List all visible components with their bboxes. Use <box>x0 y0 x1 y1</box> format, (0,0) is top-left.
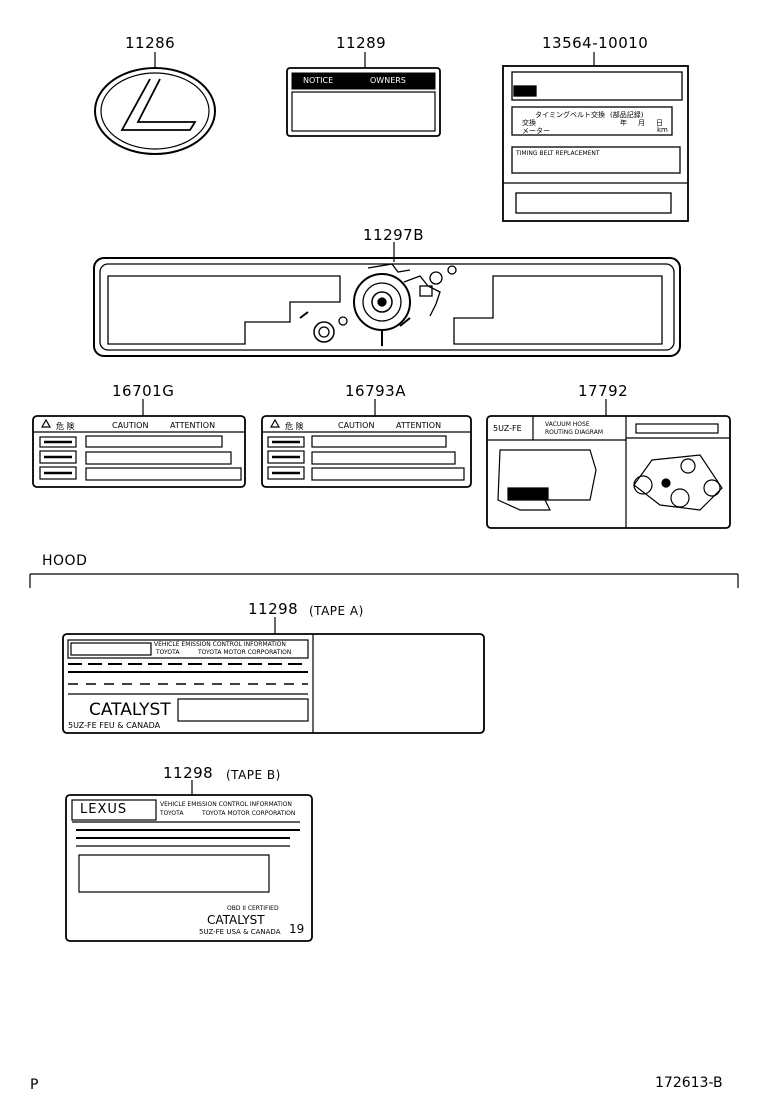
part-number-16701g: 16701G <box>112 382 175 400</box>
footer-left: P <box>30 1077 39 1093</box>
timing-jp-text: タイミングベルト交換 <box>535 111 605 119</box>
part-number-17792: 17792 <box>578 382 629 400</box>
part-number-13564: 13564-10010 <box>542 34 649 52</box>
tape-b-label <box>65 794 313 942</box>
attention-text-1: ATTENTION <box>170 421 216 430</box>
part-number-11297b: 11297B <box>363 226 425 244</box>
caution-text-1: CAUTION <box>112 421 149 430</box>
owners-text: OWNERS <box>370 76 406 85</box>
long-label <box>93 257 681 357</box>
toyota-text-a: TOYOTA <box>156 649 180 656</box>
vehicle-text-a: VEHICLE EMISSION CONTROL INFORMATION <box>154 641 286 648</box>
caution-text-2: CAUTION <box>338 421 375 430</box>
routing-text: ROUTING DIAGRAM <box>545 429 604 436</box>
year-text-b: 19 <box>289 922 305 936</box>
catalyst-text-b: CATALYST <box>207 913 265 927</box>
part-number-11289: 11289 <box>336 34 387 52</box>
vehicle-text-b: VEHICLE EMISSION CONTROL INFORMATION <box>160 801 292 808</box>
engine-note-a: 5UZ-FE FEU & CANADA <box>68 721 161 730</box>
attention-text-2: ATTENTION <box>396 421 442 430</box>
nen-text: 年 <box>620 119 627 127</box>
caution-label-2 <box>261 415 472 488</box>
section-hood: HOOD <box>42 553 88 569</box>
part-number-11298-a: 11298 <box>248 600 299 618</box>
vacuum-label <box>486 415 731 529</box>
tape-a-label <box>62 633 485 734</box>
hood-bracket <box>29 573 739 588</box>
part-number-11298-b: 11298 <box>163 764 214 782</box>
engine-note-b: 5UZ-FE USA & CANADA <box>199 928 281 936</box>
part-number-16793a: 16793A <box>345 382 406 400</box>
catalyst-text-a: CATALYST <box>89 700 171 720</box>
kiken-text-2: 危 険 <box>285 422 304 431</box>
toyota-corp-text-b: TOYOTA MOTOR CORPORATION <box>202 810 296 817</box>
timing-en-text: TIMING BELT REPLACEMENT <box>516 150 600 157</box>
km-text: km <box>657 126 668 134</box>
tape-a-note: (TAPE A) <box>309 604 364 618</box>
obd-text: OBD II CERTIFIED <box>227 905 279 912</box>
part-number-11286: 11286 <box>125 34 176 52</box>
footer-code: 172613-B <box>655 1075 723 1091</box>
lexus-emblem <box>94 67 216 155</box>
kiken-text-1: 危 険 <box>56 422 75 431</box>
tape-b-note: (TAPE B) <box>226 768 281 782</box>
tsuki-text: 月 <box>638 119 645 127</box>
engine-text-vacuum: 5UZ-FE <box>493 424 522 433</box>
vacuum-text: VACUUM HOSE <box>545 421 590 428</box>
timing-label <box>502 65 689 222</box>
notice-label <box>286 67 441 137</box>
toyota-text-b: TOYOTA <box>160 810 184 817</box>
timing-jp2-text: (部品記録) <box>610 111 644 119</box>
toyota-corp-text-a: TOYOTA MOTOR CORPORATION <box>198 649 292 656</box>
notice-text: NOTICE <box>303 76 334 85</box>
koukan-text: 交換 <box>522 119 536 127</box>
caution-label-1 <box>32 415 246 488</box>
lexus-logo-text: LEXUS <box>80 802 128 817</box>
meter-text: メーター <box>522 127 550 135</box>
hi-text: 日 <box>656 119 663 127</box>
